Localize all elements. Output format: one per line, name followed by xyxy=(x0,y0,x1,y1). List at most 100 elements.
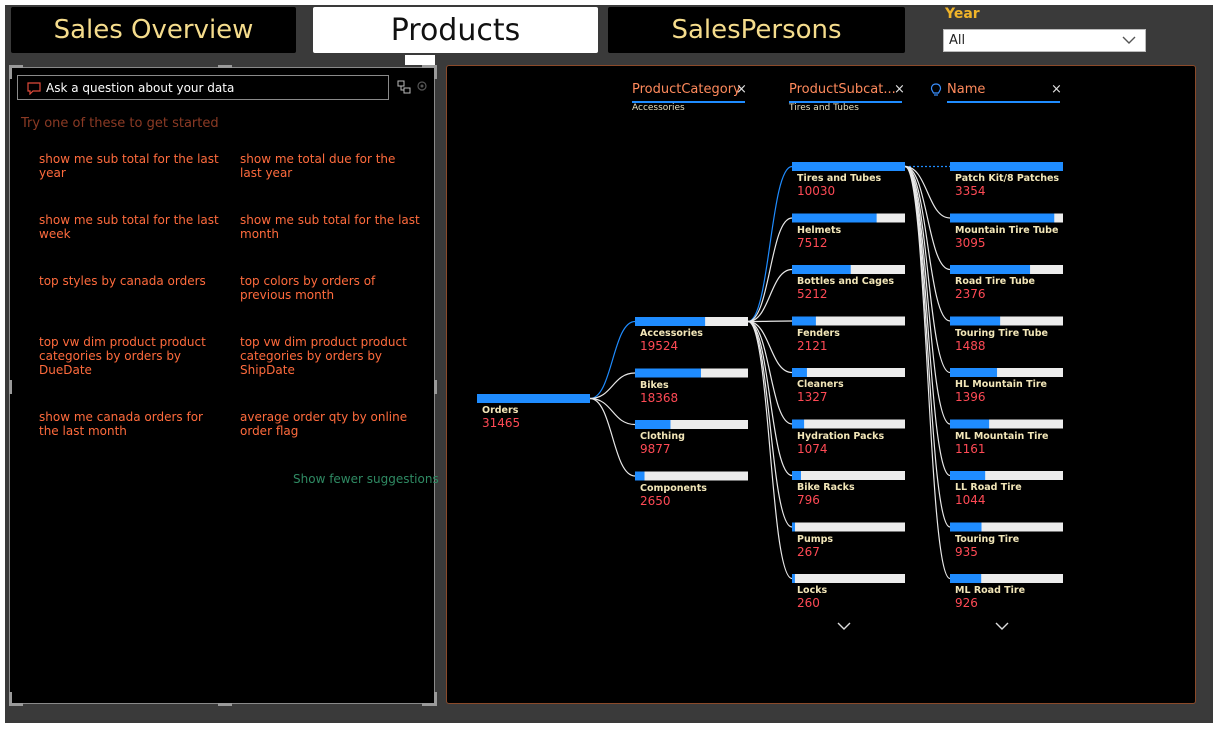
subcategory-node-label[interactable]: Hydration Packs xyxy=(797,430,885,442)
category-node-label[interactable]: Clothing xyxy=(640,431,685,442)
subcategory-bar-track xyxy=(792,316,905,326)
lightbulb-icon xyxy=(930,83,942,96)
connector-line xyxy=(589,397,636,477)
subcategory-node-label[interactable]: Bottles and Cages xyxy=(797,276,895,287)
connector-line xyxy=(747,320,793,528)
suggestion-item[interactable]: average order qty by online order flag xyxy=(240,410,408,438)
year-selected-value: All xyxy=(949,33,966,48)
suggestion-item[interactable]: show me sub total for the last year xyxy=(39,152,219,180)
qa-input-placeholder: Ask a question about your data xyxy=(46,80,235,95)
subcategory-node-label[interactable]: Locks xyxy=(797,585,828,596)
category-bar-track xyxy=(635,471,748,481)
subcategory-node-label[interactable]: Tires and Tubes xyxy=(797,173,882,184)
subcategory-bar xyxy=(792,316,816,326)
connector-line xyxy=(747,268,793,323)
subcategory-node-label[interactable]: Fenders xyxy=(797,327,840,339)
suggestion-item[interactable]: top vw dim product product categories by… xyxy=(240,335,407,377)
category-node-value: 9877 xyxy=(640,442,671,456)
resize-handle[interactable] xyxy=(9,65,12,79)
name-bar xyxy=(950,522,982,532)
connector-line xyxy=(904,165,951,322)
connector-line xyxy=(904,165,951,425)
connector-line xyxy=(747,320,793,425)
name-bar xyxy=(950,265,1031,274)
chevron-down-icon[interactable] xyxy=(994,620,1010,632)
name-node-label[interactable]: HL Mountain Tire xyxy=(955,379,1047,390)
suggestion-item[interactable]: top styles by canada orders xyxy=(39,274,206,288)
suggestion-item[interactable]: top colors by orders of previous month xyxy=(240,274,376,302)
name-bar xyxy=(950,574,982,583)
chevron-down-icon[interactable] xyxy=(836,620,852,632)
name-node-label[interactable]: Touring Tire Tube xyxy=(955,327,1048,339)
close-icon[interactable]: × xyxy=(1051,82,1062,97)
suggestion-item[interactable]: show me sub total for the last week xyxy=(39,213,219,241)
category-bar xyxy=(635,420,671,429)
resize-handle[interactable] xyxy=(422,65,436,68)
year-dropdown[interactable]: All xyxy=(943,29,1146,52)
resize-handle[interactable] xyxy=(9,692,12,706)
resize-handle[interactable] xyxy=(434,692,437,706)
level-selected-value: Tires and Tubes xyxy=(789,103,859,113)
category-bar xyxy=(635,471,645,481)
show-fewer-suggestions-link[interactable]: Show fewer suggestions xyxy=(293,472,439,486)
root-node-label[interactable]: Orders xyxy=(482,405,519,416)
tab-sales-overview[interactable]: Sales Overview xyxy=(11,7,296,53)
level-header-underline xyxy=(632,101,745,103)
gear-icon[interactable] xyxy=(416,80,428,92)
category-node-value: 19524 xyxy=(640,339,679,353)
name-bar xyxy=(950,471,986,480)
resize-handle[interactable] xyxy=(218,703,232,706)
suggestion-item[interactable]: show me canada orders for the last month xyxy=(39,410,203,438)
name-node-label[interactable]: ML Mountain Tire xyxy=(955,430,1049,442)
name-node-label[interactable]: LL Road Tire xyxy=(955,482,1022,493)
name-bar xyxy=(950,316,1001,326)
resize-handle[interactable] xyxy=(9,703,23,706)
tab-products[interactable]: Products xyxy=(313,7,598,53)
name-node-value: 1161 xyxy=(955,441,986,456)
visual-header-tab xyxy=(405,55,435,65)
category-node-label[interactable]: Components xyxy=(640,482,707,494)
level-header-underline xyxy=(789,101,902,103)
subcategory-node-value: 2121 xyxy=(797,338,828,353)
suggestion-item[interactable]: top vw dim product product categories by… xyxy=(39,335,206,377)
name-node-label[interactable]: Touring Tire xyxy=(955,533,1020,545)
decomposition-tree-visual xyxy=(446,65,1196,704)
subcategory-bar-track xyxy=(792,522,905,532)
related-visual-icon[interactable] xyxy=(397,80,411,94)
category-node-value: 2650 xyxy=(640,493,671,508)
suggestion-item[interactable]: show me total due for the last year xyxy=(240,152,396,180)
subcategory-node-label[interactable]: Bike Racks xyxy=(797,482,855,493)
qa-question-input[interactable]: Ask a question about your data xyxy=(17,75,389,100)
close-icon[interactable]: × xyxy=(736,82,747,97)
level-header-product-subcategory[interactable]: ProductSubcat... xyxy=(789,82,896,97)
close-icon[interactable]: × xyxy=(894,82,905,97)
subcategory-bar-track xyxy=(792,471,905,480)
category-node-label[interactable]: Bikes xyxy=(640,379,669,391)
resize-handle[interactable] xyxy=(434,65,437,79)
tab-salespersons[interactable]: SalesPersons xyxy=(608,7,905,53)
name-node-label[interactable]: ML Road Tire xyxy=(955,585,1026,596)
name-bar-track xyxy=(950,316,1063,326)
subcategory-bar xyxy=(792,265,851,274)
resize-handle[interactable] xyxy=(9,380,12,394)
subcategory-node-value: 5212 xyxy=(797,287,828,301)
resize-handle[interactable] xyxy=(9,65,23,68)
name-node-label[interactable]: Patch Kit/8 Patches xyxy=(955,173,1060,184)
connector-line xyxy=(589,397,636,426)
name-node-label[interactable]: Mountain Tire Tube xyxy=(955,224,1059,236)
resize-handle[interactable] xyxy=(434,380,437,394)
suggestion-item[interactable]: show me sub total for the last month xyxy=(240,213,420,241)
name-node-label[interactable]: Road Tire Tube xyxy=(955,276,1035,287)
year-filter-label: Year xyxy=(945,6,980,22)
connector-line xyxy=(747,320,793,323)
subcategory-node-label[interactable]: Pumps xyxy=(797,533,834,545)
subcategory-node-label[interactable]: Helmets xyxy=(797,224,842,236)
resize-handle[interactable] xyxy=(422,703,436,706)
name-bar-track xyxy=(950,419,1063,429)
category-node-label[interactable]: Accessories xyxy=(640,328,703,339)
connector-line xyxy=(747,320,793,374)
resize-handle[interactable] xyxy=(218,65,232,68)
level-header-name[interactable]: Name xyxy=(947,82,986,97)
level-header-product-category[interactable]: ProductCategory xyxy=(632,82,741,97)
subcategory-node-label[interactable]: Cleaners xyxy=(797,379,844,390)
